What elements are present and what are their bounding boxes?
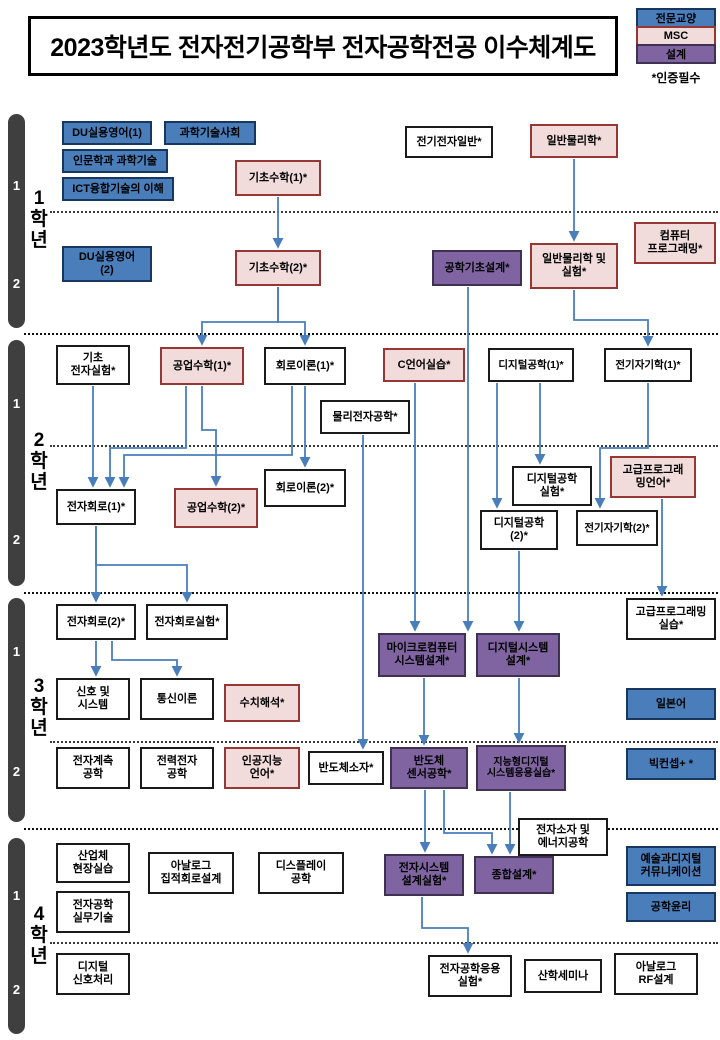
year-label: 4 학 년 xyxy=(30,904,48,967)
course-electronics-practical: 전자공학 실무기술 xyxy=(56,891,130,933)
prerequisite-arrow xyxy=(201,386,222,487)
course-eng-math-2: 공업수학(2)* xyxy=(174,488,258,528)
semester-divider xyxy=(50,942,718,944)
course-industry-seminar: 산학세미나 xyxy=(524,959,602,993)
course-electromagnetics-2: 전기자기학(2)* xyxy=(576,510,658,546)
course-digital-system-design: 디지털시스템 설계* xyxy=(476,633,560,677)
course-computer-programming: 컴퓨터 프로그래밍* xyxy=(634,222,716,264)
course-signals-systems: 신호 및 시스템 xyxy=(56,678,130,720)
course-du-english-1: DU실용영어(1) xyxy=(62,121,152,145)
course-art-digital-comm: 예술과디지털 커뮤니케이션 xyxy=(626,846,716,886)
semester-number: 2 xyxy=(12,982,21,997)
course-communication-theory: 통신이론 xyxy=(140,678,214,720)
course-digital-logic-lab: 디지털공학 실험* xyxy=(512,466,592,506)
course-physics-lab: 일반물리학 및 실험* xyxy=(530,243,618,289)
year-label: 2 학 년 xyxy=(30,430,48,493)
semester-number: 1 xyxy=(12,644,21,659)
year-divider xyxy=(24,592,718,594)
semester-divider xyxy=(50,445,718,447)
course-power-electronics: 전력전자 공학 xyxy=(140,747,214,789)
year-label: 3 학 년 xyxy=(30,676,48,739)
course-basic-electronics-lab: 기초 전자실험* xyxy=(56,345,130,385)
course-electronic-system-design-lab: 전자시스템 설계실험* xyxy=(384,854,464,896)
course-sci-tech-society: 과학기술사회 xyxy=(164,121,256,145)
course-electronic-circuits-lab: 전자회로실험* xyxy=(146,604,228,640)
semester-divider xyxy=(50,211,718,213)
year-rail xyxy=(8,340,25,586)
course-electromagnetics-1: 전기자기학(1)* xyxy=(604,348,692,382)
prerequisite-arrow xyxy=(421,897,474,954)
prerequisite-arrow xyxy=(111,641,183,677)
course-digital-logic-2: 디지털공학 (2)* xyxy=(480,510,558,550)
course-basic-math-2: 기초수학(2)* xyxy=(235,250,321,286)
course-c-language: C언어실습* xyxy=(383,348,465,382)
course-adv-prog-practice: 고급프로그래밍 실습* xyxy=(626,598,716,640)
course-analog-ic-design: 아날로그 집적회로설계 xyxy=(148,852,234,894)
course-general-electric: 전기전자일반* xyxy=(405,126,493,158)
course-microcomputer-design: 마이크로컴퓨터 시스템설계* xyxy=(378,633,466,677)
legend-item-msc: MSC xyxy=(636,26,716,46)
course-ai-language: 인공지능 언어* xyxy=(224,747,300,789)
course-basic-math-1: 기초수학(1)* xyxy=(235,160,321,196)
semester-number: 2 xyxy=(12,764,21,779)
legend-item-general-education: 전문교양 xyxy=(636,8,716,28)
legend-item-design: 설계 xyxy=(636,44,716,64)
semester-number: 2 xyxy=(12,532,21,547)
course-capstone-design: 종합설계* xyxy=(474,856,554,894)
course-semiconductor-devices: 반도체소자* xyxy=(308,751,384,785)
course-eng-basic-design: 공학기초설계* xyxy=(432,250,522,286)
prerequisite-arrow xyxy=(196,287,279,346)
prerequisite-arrow xyxy=(443,790,498,855)
legend: 전문교양 MSC 설계 *인증필수 xyxy=(636,8,716,86)
course-electronic-circuits-1: 전자회로(1)* xyxy=(56,489,136,525)
year-divider xyxy=(24,333,718,335)
legend-footnote: *인증필수 xyxy=(651,71,701,85)
course-electronics-applied-lab: 전자공학응용 실험* xyxy=(428,955,512,997)
prerequisite-arrow xyxy=(104,386,187,488)
course-ict-convergence: ICT융합기술의 이해 xyxy=(62,177,174,201)
semester-number: 1 xyxy=(12,888,21,903)
course-digital-logic-1: 디지털공학(1)* xyxy=(488,348,574,382)
semester-number: 2 xyxy=(12,276,21,291)
course-semiconductor-sensor: 반도체 센서공학* xyxy=(390,747,468,789)
year-divider xyxy=(24,828,718,830)
course-general-physics: 일반물리학* xyxy=(530,124,618,158)
course-big-concept: 빅컨셉+ * xyxy=(626,748,716,780)
course-circuit-theory-1: 회로이론(1)* xyxy=(264,347,346,385)
prerequisite-arrow xyxy=(594,383,649,509)
course-electronic-devices-energy: 전자소자 및 에너지공학 xyxy=(518,818,608,856)
year-label: 1 학 년 xyxy=(30,188,48,251)
prerequisite-arrow xyxy=(573,290,654,347)
course-digital-signal-processing: 디지털 신호처리 xyxy=(56,953,130,995)
course-eng-math-1: 공업수학(1)* xyxy=(160,347,244,385)
course-adv-prog-language: 고급프로그래 밍언어* xyxy=(610,456,696,498)
page-title: 2023학년도 전자전기공학부 전자공학전공 이수체계도 xyxy=(28,16,618,76)
course-display-engineering: 디스플레이 공학 xyxy=(258,852,344,894)
semester-number: 1 xyxy=(12,396,21,411)
prerequisite-arrow xyxy=(95,526,193,603)
year-rail xyxy=(8,838,25,1034)
course-industry-internship: 산업체 현장실습 xyxy=(56,843,130,883)
course-circuit-theory-2: 회로이론(2)* xyxy=(264,469,346,507)
semester-number: 1 xyxy=(12,178,21,193)
year-rail xyxy=(8,598,25,822)
course-engineering-ethics: 공학윤리 xyxy=(626,892,716,922)
course-electronic-instrumentation: 전자계측 공학 xyxy=(56,747,130,789)
course-japanese: 일본어 xyxy=(626,688,716,720)
course-intelligent-digital-practice: 지능형디지털 시스템응용실습* xyxy=(476,745,566,791)
prerequisite-arrow xyxy=(277,287,311,346)
course-analog-rf-design: 아날로그 RF설계 xyxy=(614,953,698,995)
course-numerical-analysis: 수치해석* xyxy=(224,684,300,722)
year-rail xyxy=(8,114,25,328)
course-physical-electronics: 물리전자공학* xyxy=(320,400,410,434)
semester-divider xyxy=(50,741,718,743)
course-humanities-scitech: 인문학과 과학기술 xyxy=(62,149,168,173)
course-electronic-circuits-2: 전자회로(2)* xyxy=(56,604,136,640)
prerequisite-arrow xyxy=(118,386,293,488)
course-du-english-2: DU실용영어 (2) xyxy=(62,246,152,282)
